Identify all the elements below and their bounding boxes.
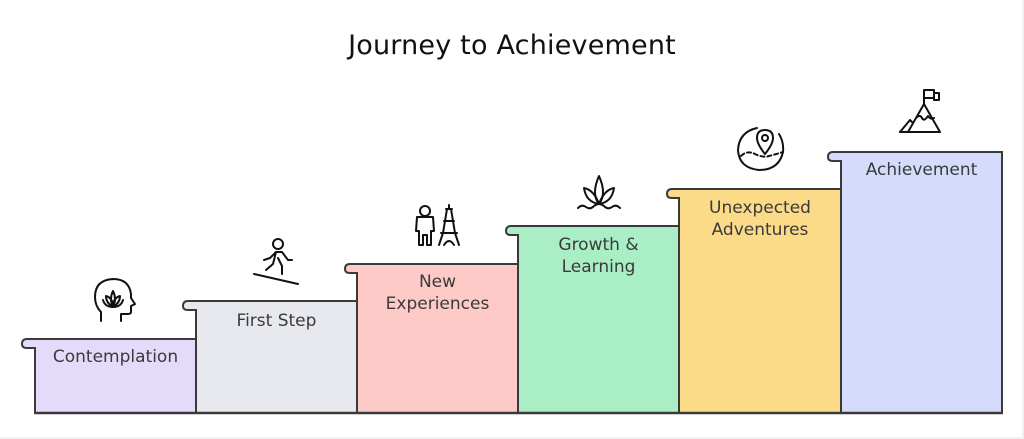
mountain-flag-icon [899, 89, 941, 133]
head-lotus-icon [94, 278, 136, 322]
step-1-block [20, 338, 197, 414]
step-2-label: First Step [236, 311, 317, 331]
step-3-block [343, 263, 519, 414]
diagram-title: Journey to Achievement [348, 30, 676, 61]
snowboarder-icon [253, 238, 299, 285]
step-2-block [181, 300, 358, 414]
step-4-block [504, 225, 680, 414]
step-5-label: Unexpected Adventures [709, 198, 811, 240]
step-5-block [665, 188, 842, 414]
step-4-label: Growth & Learning [558, 235, 639, 277]
step-6-block [826, 151, 1003, 414]
lotus-water-icon [577, 175, 621, 210]
globe-location-pin-icon [737, 127, 785, 171]
traveler-eiffel-tower-icon [415, 204, 460, 246]
step-3-label: New Experiences [385, 272, 490, 314]
step-1-label: Contemplation [52, 347, 179, 367]
step-6-label: Achievement [865, 160, 978, 180]
